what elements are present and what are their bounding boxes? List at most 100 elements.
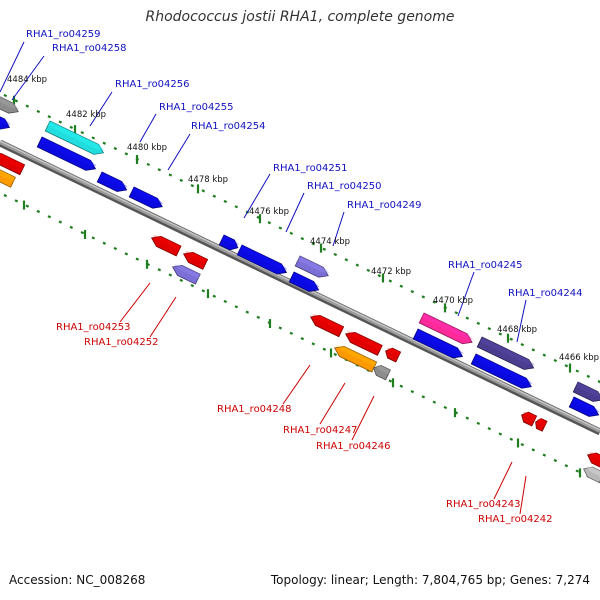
scale-dot [69, 125, 74, 129]
gene-label[interactable]: RHA1_ro04244 [508, 288, 583, 299]
scale-dot [212, 294, 217, 298]
gene-label[interactable]: RHA1_ro04256 [115, 79, 190, 90]
map-title: Rhodococcus jostii RHA1, complete genome [145, 9, 455, 25]
gene-arrow-body [470, 353, 532, 389]
gene-arrow-highlight [184, 251, 208, 264]
scale-dot [223, 199, 228, 204]
gene-arrow-body [44, 120, 105, 155]
scale-dot [542, 353, 547, 357]
gene-arrow-highlight [575, 382, 600, 398]
gene-arrow-highlight [131, 187, 164, 204]
gene-arrow-highlight [386, 348, 401, 357]
gene-label[interactable]: RHA1_ro04243 [446, 499, 521, 510]
scale-dot [476, 421, 481, 425]
scale-dot [531, 348, 536, 352]
scale-dot [91, 236, 96, 240]
scale-dot [498, 332, 503, 336]
scale-dot [410, 289, 415, 294]
gene-arrow-body [182, 252, 209, 270]
scale-dot [3, 193, 8, 198]
scale-dot [25, 104, 30, 108]
scale-dot [388, 379, 393, 383]
gene-arrow [0, 112, 11, 130]
gene-arrow-body [150, 236, 182, 257]
scale-dot [113, 146, 118, 151]
gene-arrow-body [333, 346, 378, 373]
gene-arrow-body [36, 136, 97, 171]
gene-arrow-body [568, 396, 600, 417]
scale-dot [234, 205, 239, 209]
scale-dot [69, 225, 74, 229]
gene-label[interactable]: RHA1_ro04250 [307, 181, 382, 192]
scale-dot [212, 194, 217, 198]
scale-dot [520, 342, 525, 347]
scale-dot [234, 305, 239, 309]
scale-dot [432, 400, 437, 404]
gene-arrow [0, 152, 26, 176]
gene-arrow-body [0, 91, 19, 114]
scale-dot [80, 231, 85, 235]
gene-arrow-highlight [99, 172, 128, 188]
scale-dot [399, 384, 404, 388]
gene-arrow-body [171, 265, 201, 285]
scale-label: 4480 kbp [127, 143, 167, 153]
scale-dot [542, 453, 547, 457]
gene-label[interactable]: RHA1_ro04247 [283, 425, 358, 436]
gene-label[interactable]: RHA1_ro04246 [316, 441, 391, 452]
gene-arrow [373, 364, 391, 381]
scale-dot [311, 342, 316, 346]
gene-label[interactable]: RHA1_ro04253 [56, 322, 131, 333]
scale-dot [245, 310, 250, 314]
scale-dot [157, 268, 162, 272]
forward-callout-line [139, 113, 157, 143]
scale-dot [564, 364, 569, 368]
accession-text: Accession: NC_008268 [9, 573, 146, 587]
scale-label: 4476 kbp [249, 207, 289, 217]
scale-dot [509, 337, 514, 341]
gene-arrow-body [385, 347, 402, 363]
gene-arrow-highlight [0, 92, 20, 109]
reverse-callout-line [351, 395, 375, 441]
scale-dot [454, 311, 459, 315]
gene-arrow [583, 466, 600, 484]
scale-dot [201, 189, 206, 193]
scale-dot [47, 215, 52, 219]
gene-arrow-highlight [0, 113, 11, 125]
scale-dot [520, 442, 525, 447]
gene-label[interactable]: RHA1_ro04248 [217, 404, 292, 415]
scale-dot [465, 316, 470, 320]
gene-arrow [0, 91, 20, 114]
scale-dot [58, 220, 63, 224]
scale-dot [421, 395, 426, 399]
scale-dot [14, 99, 19, 103]
scale-dot [311, 242, 316, 246]
gene-arrow-highlight [588, 452, 600, 464]
gene-label[interactable]: RHA1_ro04249 [347, 200, 422, 211]
gene-arrow-body [344, 332, 383, 356]
gene-arrow-body [535, 418, 548, 432]
gene-arrow [309, 314, 345, 338]
gene-label[interactable]: RHA1_ro04251 [273, 163, 348, 174]
scale-dot [14, 199, 19, 203]
scale-dot [487, 427, 492, 431]
scale-dot [113, 246, 118, 251]
reverse-callout-line [319, 382, 346, 425]
gene-arrow-highlight [473, 354, 533, 385]
scale-dot [3, 93, 8, 98]
scale-dot [36, 109, 41, 114]
gene-arrow-body [0, 169, 16, 188]
scale-dot [410, 389, 415, 394]
gene-label[interactable]: RHA1_ro04258 [52, 43, 127, 54]
forward-callout-line [457, 271, 475, 317]
scale-dot [575, 369, 580, 373]
gene-label[interactable]: RHA1_ro04255 [159, 102, 234, 113]
gene-label[interactable]: RHA1_ro04245 [448, 260, 523, 271]
gene-arrow-highlight [39, 137, 97, 167]
gene-label[interactable]: RHA1_ro04242 [478, 514, 553, 525]
gene-label[interactable]: RHA1_ro04254 [191, 121, 266, 132]
gene-arrow [535, 418, 548, 432]
gene-label[interactable]: RHA1_ro04252 [84, 337, 159, 348]
gene-label[interactable]: RHA1_ro04259 [26, 29, 101, 40]
gene-arrow-body [476, 336, 535, 370]
